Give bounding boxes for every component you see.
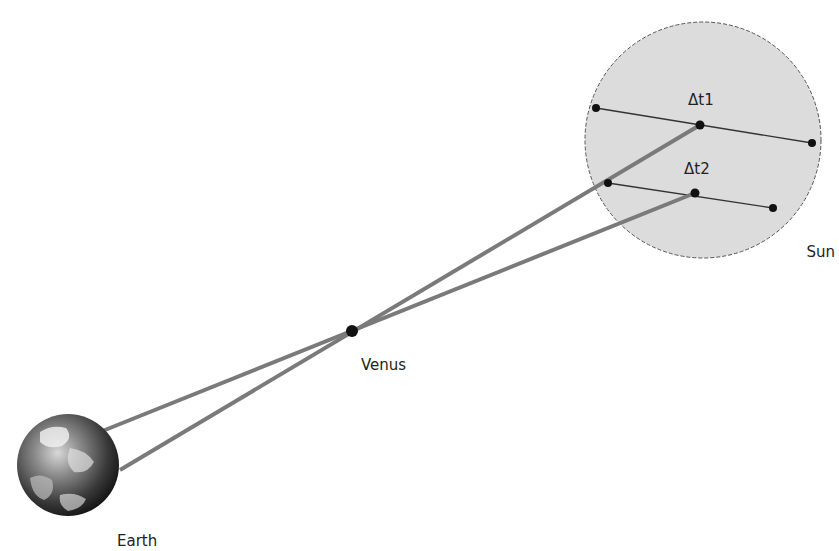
- sight-line: [100, 193, 695, 432]
- contact-point: [604, 179, 612, 187]
- venus-dot: [346, 325, 358, 337]
- star-label: Sun: [806, 245, 835, 260]
- transit-chord: [596, 108, 812, 143]
- chord-midpoint: [696, 121, 705, 130]
- contact-point: [808, 139, 816, 147]
- planet-label: Earth: [117, 534, 157, 549]
- sight-line: [120, 125, 700, 470]
- contact-point: [769, 204, 777, 212]
- earth-globe: [17, 414, 119, 516]
- contact-point: [592, 104, 600, 112]
- time-label: Δt1: [688, 93, 714, 108]
- chord-midpoint: [691, 189, 700, 198]
- time-label: Δt2: [684, 162, 710, 177]
- planet-label: Venus: [361, 358, 406, 373]
